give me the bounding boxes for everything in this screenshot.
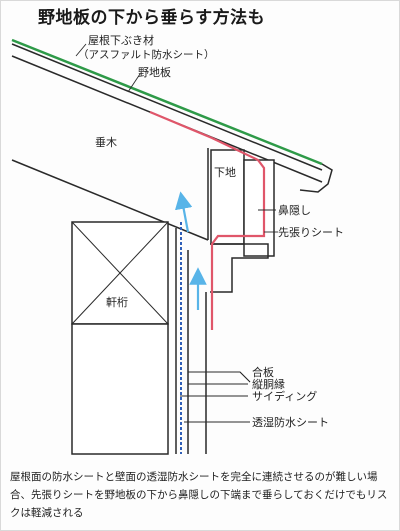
sheathing-top-line [11,43,323,171]
leader-lines [75,43,278,423]
rafter-bottom-line [11,159,209,241]
wall-column [71,323,169,455]
eave-tip [299,163,333,193]
label-pre-sheet: 先張りシート [278,226,344,239]
label-plywood: 合板 [252,365,274,379]
label-sheathing-board: 野地板 [138,65,171,79]
diagram-title: 野地板の下から垂らす方法も [38,8,266,28]
label-underlay-board: 下地 [214,166,236,179]
eave-beam [71,221,169,325]
label-furring-strip: 縦胴縁 [252,377,285,391]
airflow-arrow-upper [174,191,193,233]
label-breathable-sheet: 透湿防水シート [252,415,329,429]
label-fascia: 鼻隠し [278,203,311,217]
soffit-trim [210,243,269,293]
label-roofing-underlay-sub: （アスファルト防水シート） [78,48,215,61]
underlay-board [210,149,245,245]
label-rafter: 垂木 [95,136,117,149]
label-roofing-underlay: 屋根下ぶき材 [88,33,154,47]
diagram-caption: 屋根面の防水シートと壁面の透湿防水シートを完全に連続させるのが難しい場合、先張り… [10,471,388,519]
label-eave-beam: 軒桁 [106,295,128,309]
label-siding: サイディング [252,389,317,403]
roof-underlay-line [11,38,323,166]
wall-layers [71,222,207,455]
pre-sheet-line [149,110,266,330]
fascia-board [243,159,275,257]
